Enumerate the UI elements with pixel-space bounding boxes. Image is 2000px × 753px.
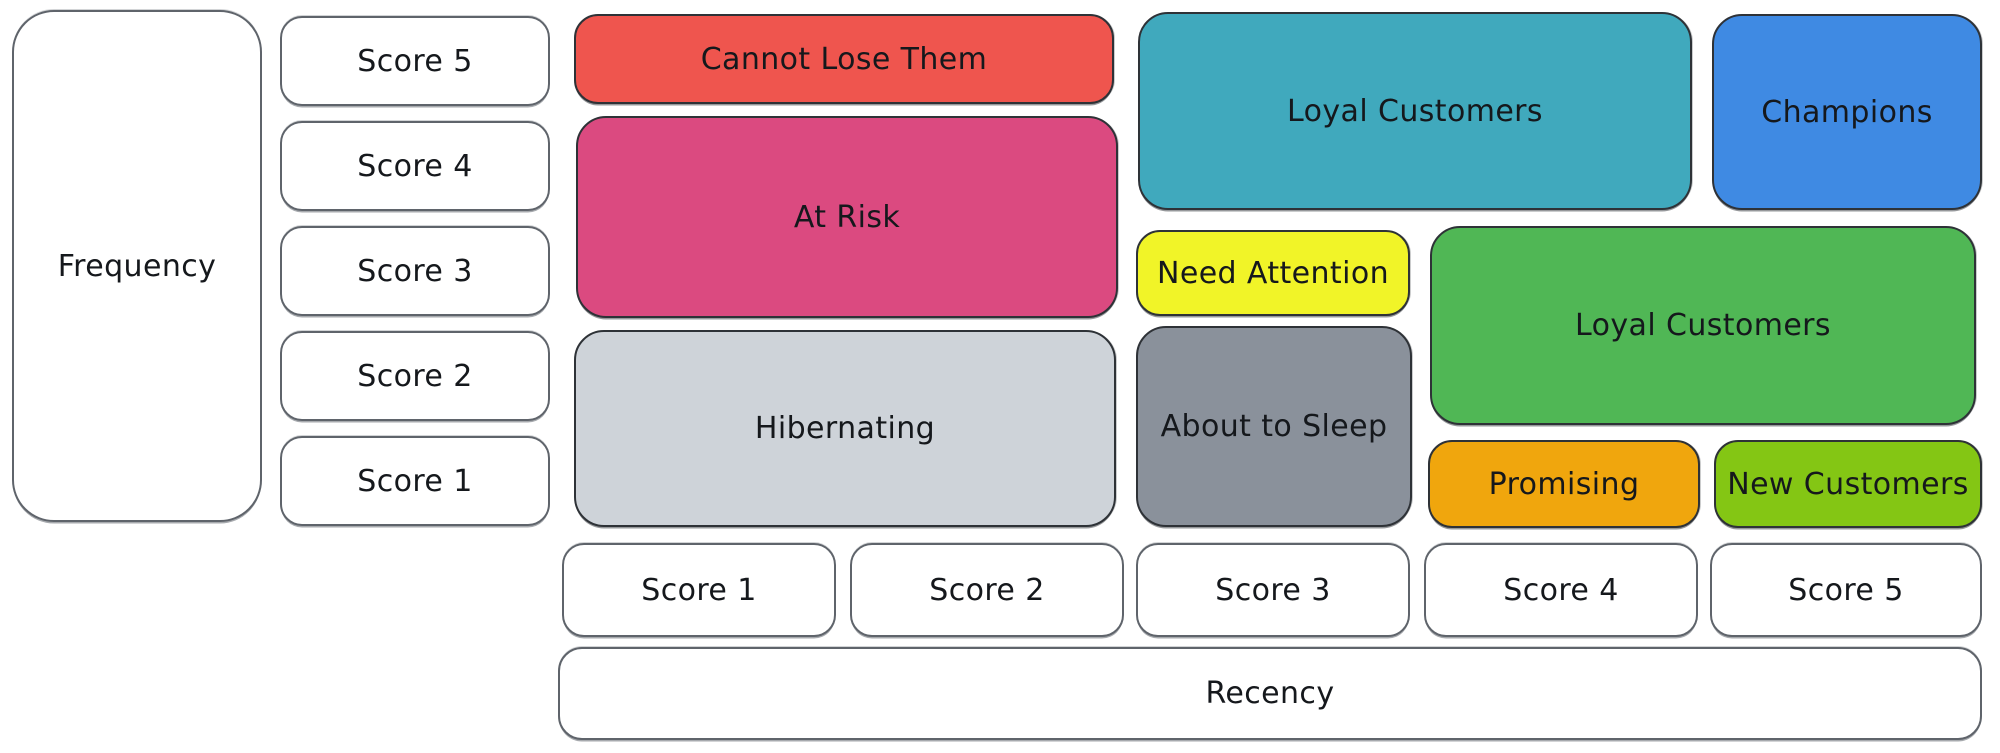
recency-score-1-label: Score 1: [641, 572, 757, 608]
recency-score-5-box: Score 5: [1710, 543, 1982, 637]
segment-cannot-lose-them-label: Cannot Lose Them: [700, 41, 988, 77]
frequency-axis-box: Frequency: [12, 10, 262, 522]
frequency-score-2-box: Score 2: [280, 331, 550, 421]
segment-at-risk-label: At Risk: [793, 199, 901, 235]
recency-score-3-box: Score 3: [1136, 543, 1410, 637]
segment-about-to-sleep-label: About to Sleep: [1160, 409, 1388, 444]
recency-score-2-label: Score 2: [929, 572, 1045, 608]
segment-hibernating-label: Hibernating: [754, 411, 936, 446]
recency-score-4-label: Score 4: [1503, 572, 1619, 608]
recency-score-3-label: Score 3: [1215, 572, 1331, 608]
segment-loyal-customers-lower: Loyal Customers: [1430, 226, 1976, 425]
segment-new-customers-label: New Customers: [1727, 466, 1969, 502]
frequency-score-1-label: Score 1: [357, 463, 473, 499]
segment-new-customers: New Customers: [1714, 440, 1982, 528]
frequency-score-3-label: Score 3: [357, 253, 473, 289]
frequency-score-2-label: Score 2: [357, 358, 473, 394]
segment-need-attention-label: Need Attention: [1157, 255, 1389, 291]
segment-need-attention: Need Attention: [1136, 230, 1410, 316]
segment-champions: Champions: [1712, 14, 1982, 210]
frequency-score-4-label: Score 4: [357, 148, 473, 184]
segment-loyal-customers-upper: Loyal Customers: [1138, 12, 1692, 210]
segment-about-to-sleep: About to Sleep: [1136, 326, 1412, 527]
frequency-score-1-box: Score 1: [280, 436, 550, 526]
segment-at-risk: At Risk: [576, 116, 1118, 318]
segment-cannot-lose-them: Cannot Lose Them: [574, 14, 1114, 104]
recency-axis-box: Recency: [558, 647, 1982, 740]
frequency-score-3-box: Score 3: [280, 226, 550, 316]
segment-champions-label: Champions: [1761, 94, 1933, 130]
segment-promising: Promising: [1428, 440, 1700, 528]
recency-score-4-box: Score 4: [1424, 543, 1698, 637]
frequency-score-5-label: Score 5: [357, 43, 473, 79]
recency-score-1-box: Score 1: [562, 543, 836, 637]
frequency-score-5-box: Score 5: [280, 16, 550, 106]
recency-score-2-box: Score 2: [850, 543, 1124, 637]
segment-loyal-customers-upper-label: Loyal Customers: [1287, 93, 1543, 129]
frequency-score-4-box: Score 4: [280, 121, 550, 211]
recency-score-5-label: Score 5: [1788, 572, 1904, 608]
segment-hibernating: Hibernating: [574, 330, 1116, 527]
segment-loyal-customers-lower-label: Loyal Customers: [1575, 308, 1831, 343]
segment-promising-label: Promising: [1488, 466, 1640, 502]
frequency-axis-label: Frequency: [57, 248, 217, 284]
recency-axis-label: Recency: [1205, 676, 1335, 711]
